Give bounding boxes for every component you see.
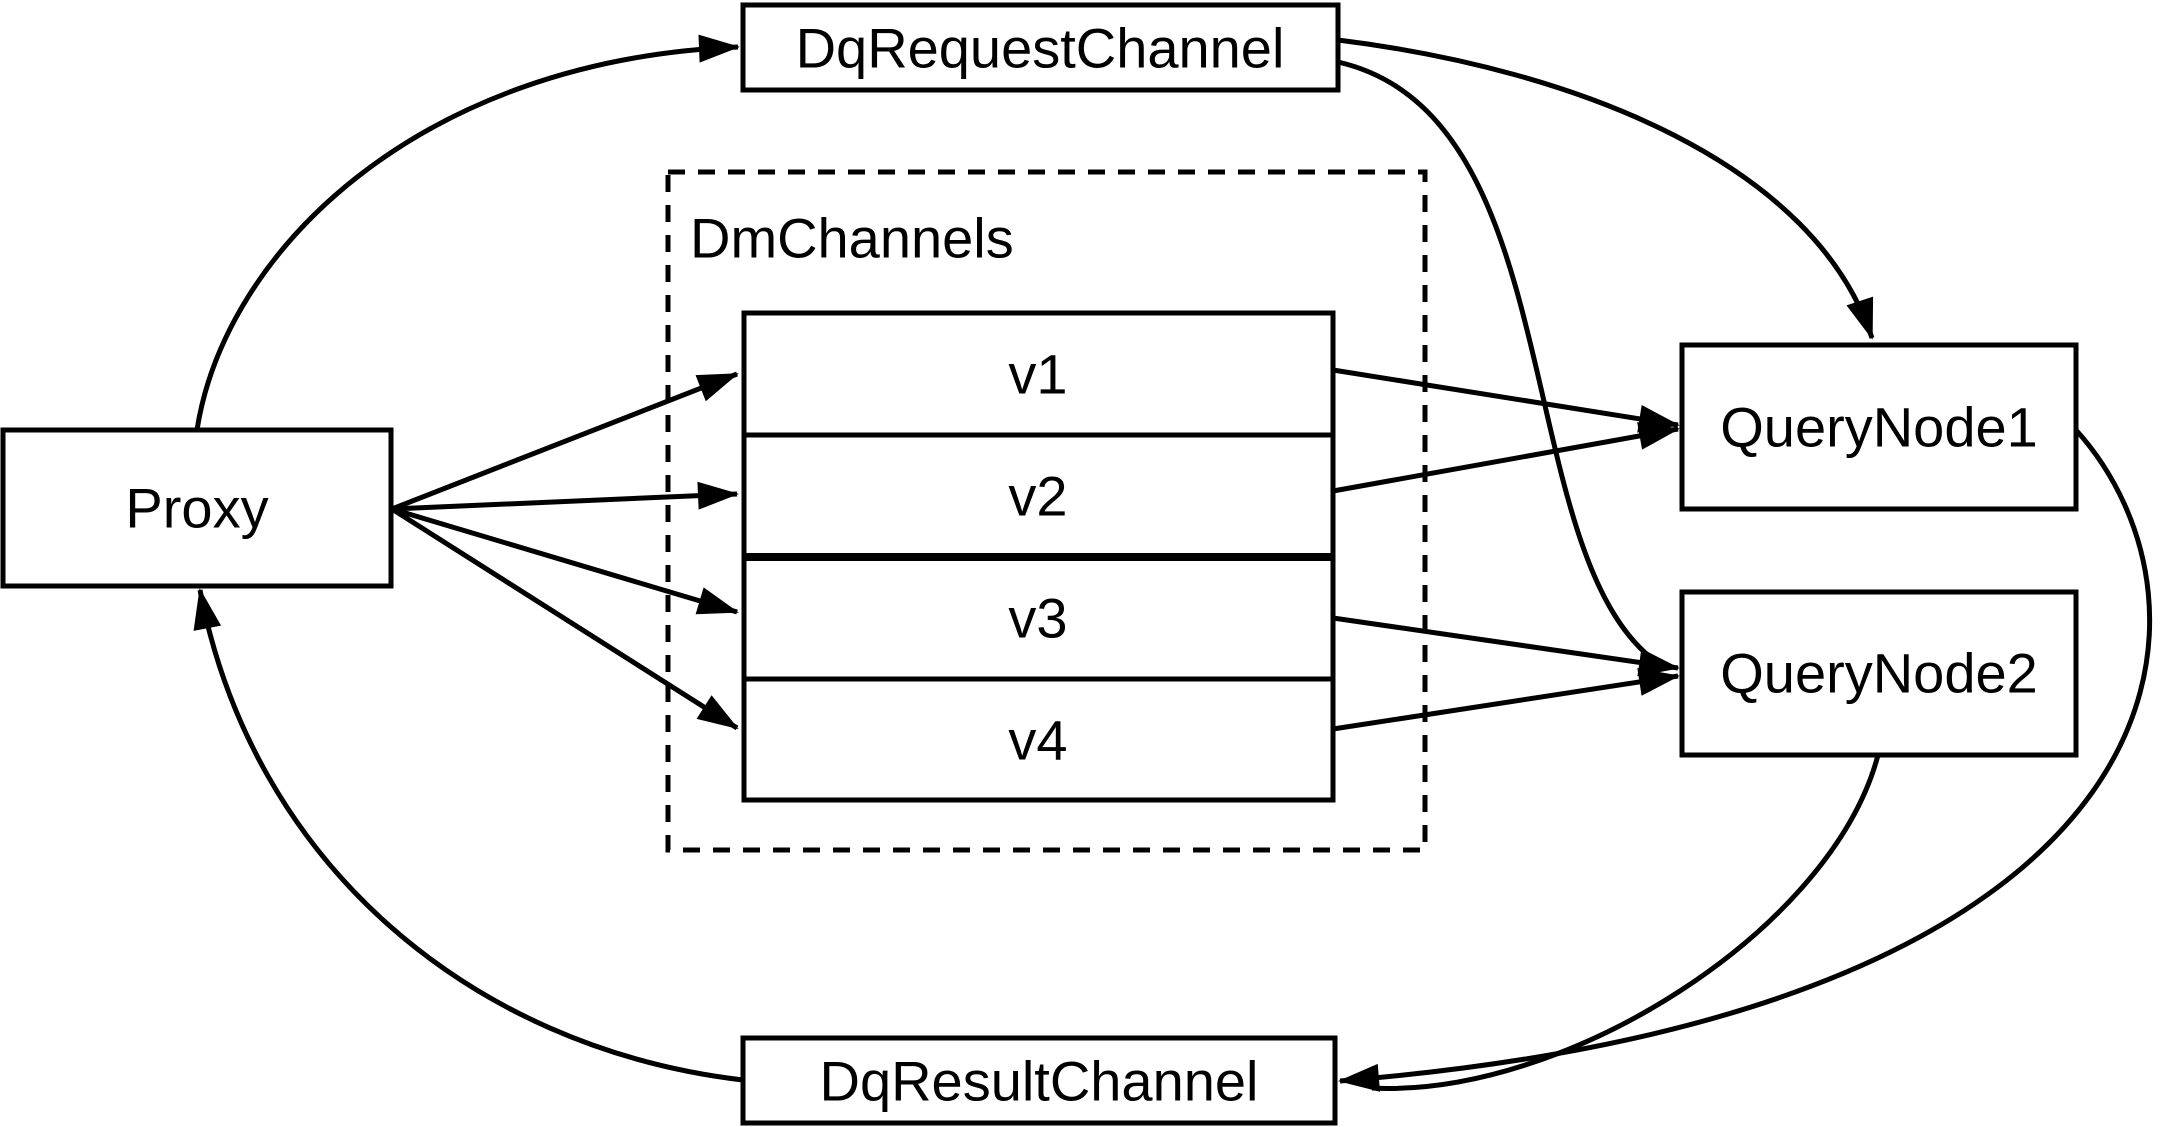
query-node-1-label: QueryNode1 (1720, 396, 2038, 459)
edge-v2-to-query-node-1 (1332, 422, 1680, 494)
edge-dq-result-channel-to-proxy (193, 588, 744, 1083)
node-dq-result-channel: DqResultChannel (740, 1035, 1338, 1126)
dq-request-channel-label: DqRequestChannel (796, 17, 1285, 80)
query-node-1-box (1679, 342, 2079, 512)
edges (193, 34, 2153, 1092)
node-query-node-2: QueryNode2 (1679, 589, 2079, 758)
edge-dq-request-channel-to-query-node-1 (1337, 37, 1875, 340)
edge-proxy-to-v1 (391, 371, 739, 512)
dm-channels-group: DmChannels (665, 169, 1428, 853)
node-query-node-1: QueryNode1 (1679, 342, 2079, 512)
proxy-label: Proxy (125, 477, 268, 540)
channel-v2-label: v2 (1008, 465, 1067, 528)
dq-result-channel-box (740, 1035, 1338, 1126)
proxy-box (0, 427, 394, 589)
channel-v4-label: v4 (1008, 709, 1067, 772)
dm-channels-container (665, 169, 1428, 853)
node-proxy: Proxy (0, 427, 394, 589)
edge-query-node-2-to-dq-result-channel (1371, 754, 1881, 1091)
edge-dq-request-channel-to-query-node-2 (1337, 59, 1652, 659)
channel-v1-label: v1 (1008, 343, 1067, 406)
channel-v3-label: v3 (1008, 587, 1067, 650)
edge-proxy-to-v4 (390, 506, 739, 731)
dq-request-channel-box (740, 2, 1341, 93)
channel-stack: v1 v2 v3 v4 (741, 310, 1336, 803)
query-node-2-box (1679, 589, 2079, 758)
edge-v1-to-query-node-1 (1332, 367, 1680, 433)
dm-channels-label: DmChannels (690, 207, 1014, 270)
edge-proxy-to-v2 (391, 481, 739, 512)
query-node-2-label: QueryNode2 (1720, 642, 2038, 705)
edge-proxy-to-dq-request-channel (194, 34, 740, 431)
dq-result-channel-label: DqResultChannel (820, 1050, 1259, 1113)
edge-v4-to-query-node-2 (1332, 668, 1680, 732)
node-dq-request-channel: DqRequestChannel (740, 2, 1341, 93)
edge-query-node-1-to-dq-result-channel (1338, 428, 2153, 1092)
edge-v3-to-query-node-2 (1332, 615, 1680, 677)
edge-proxy-to-v3 (391, 506, 739, 615)
